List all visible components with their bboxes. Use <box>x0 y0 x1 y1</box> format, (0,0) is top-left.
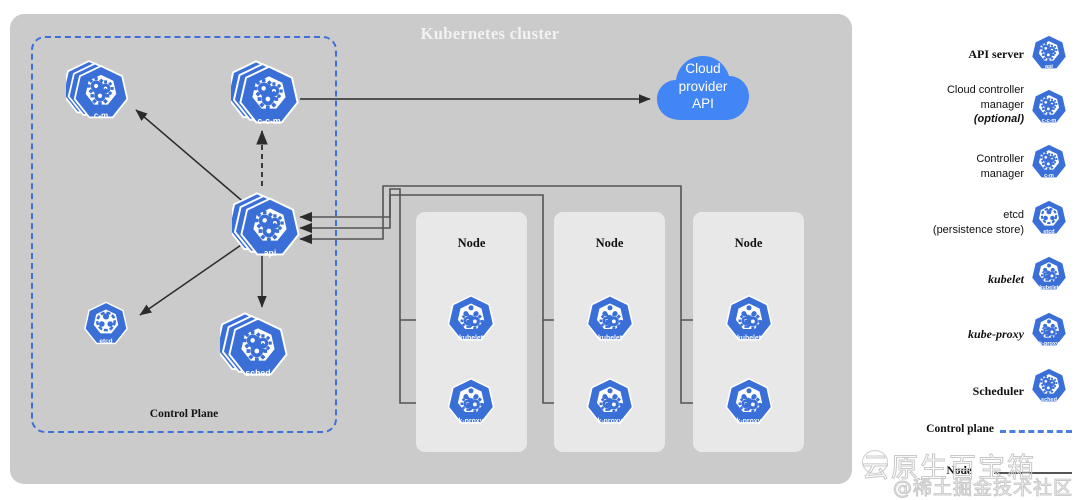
legend-icon-c-c-m: c-c-m <box>1026 84 1072 130</box>
legend-label-line: Controller <box>976 153 1024 165</box>
cloud-label-line3: API <box>692 96 714 111</box>
legend-icon-etcd: etcd <box>1026 195 1072 241</box>
legend-label-api: API server <box>874 47 1024 62</box>
legend-label-kube-proxy: kube-proxy <box>874 327 1024 342</box>
legend-label-scheduler: Scheduler <box>874 384 1024 399</box>
legend-control-plane-label: Control plane <box>926 423 994 435</box>
k8s-k-proxy-icon: k-proxy <box>719 372 779 432</box>
legend-label-line: manager <box>980 167 1024 180</box>
node-title: Node <box>457 236 486 250</box>
cloud-provider-api-label: Cloud provider API <box>655 60 751 113</box>
node-title: Node <box>595 236 624 250</box>
legend-label-line: Cloud controller <box>946 84 1024 96</box>
cluster-title: Kubernetes cluster <box>420 24 560 43</box>
k8s-kubelet-icon: kubelet <box>580 289 640 349</box>
legend-label-optional: (optional) <box>973 113 1024 125</box>
legend-label-line: Scheduler <box>972 384 1024 398</box>
cloud-provider-api-shape <box>657 56 749 120</box>
k8s-sched-icon: sched <box>220 310 296 386</box>
control-plane-label: Control Plane <box>149 408 219 420</box>
node-title: Node <box>734 236 763 250</box>
legend-label-line: API server <box>968 47 1024 61</box>
k8s-api-icon: api <box>232 190 308 266</box>
legend-label-line: etcd <box>1003 209 1024 221</box>
legend-icon-kubelet: kubelet <box>1026 251 1072 297</box>
legend-icon-c-m: c-m <box>1026 139 1072 185</box>
k8s-k-proxy-icon: k-proxy <box>580 372 640 432</box>
legend-label-c-m: Controller manager <box>874 152 1024 181</box>
wechat-icon <box>862 450 888 474</box>
legend-label-c-c-m: Cloud controller manager (optional) <box>874 83 1024 127</box>
k8s-kubelet-icon: kubelet <box>441 289 501 349</box>
legend-label-etcd: etcd (persistence store) <box>874 208 1024 237</box>
legend-node-label: Node <box>946 465 972 477</box>
legend-label-line: kube-proxy <box>968 327 1024 341</box>
k8s-etcd-icon: etcd <box>78 296 134 352</box>
cloud-label-line1: Cloud <box>685 61 721 76</box>
legend-icon-scheduler: sched <box>1026 363 1072 409</box>
k8s-c-m-icon: c-m <box>66 58 136 128</box>
legend-label-line: (persistence store) <box>932 223 1024 236</box>
legend-control-plane-swatch <box>1000 430 1072 433</box>
legend-icon-kube-proxy: k-proxy <box>1026 307 1072 353</box>
legend-node-swatch <box>994 472 1072 474</box>
legend-label-kubelet: kubelet <box>874 272 1024 287</box>
k8s-c-c-m-icon: c-c-m <box>231 58 307 134</box>
k8s-k-proxy-icon: k-proxy <box>441 372 501 432</box>
legend-label-line: manager <box>980 98 1024 111</box>
legend-icon-api: api <box>1026 30 1072 76</box>
legend-label-line: kubelet <box>988 272 1024 286</box>
k8s-kubelet-icon: kubelet <box>719 289 779 349</box>
cloud-label-line2: provider <box>678 78 728 94</box>
